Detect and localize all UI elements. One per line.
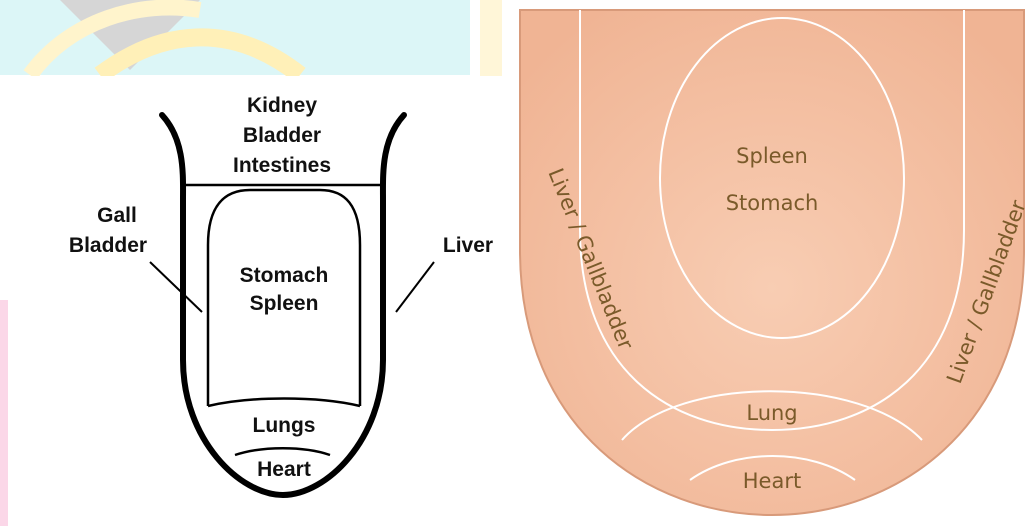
label-intestines: Intestines: [233, 154, 331, 177]
label-kidney: Kidney: [247, 94, 317, 117]
label-stomach: Stomach: [240, 264, 329, 287]
label-lungs: Lungs: [253, 414, 316, 437]
tongue-map-line-drawing: Kidney Bladder Intestines Gall Bladder L…: [0, 0, 520, 526]
label-heart: Heart: [257, 458, 311, 481]
label-gall-bladder: Bladder: [69, 234, 147, 257]
label-spleen: Spleen: [250, 292, 319, 315]
label-gall: Gall: [97, 204, 137, 227]
tongue-map-colored: Spleen Stomach Lung Heart Liver / Gallbl…: [510, 0, 1034, 526]
label-lung: Lung: [746, 401, 797, 425]
label-bladder: Bladder: [243, 124, 321, 147]
label-heart: Heart: [743, 469, 801, 493]
label-liver: Liver: [443, 234, 493, 257]
label-spleen: Spleen: [736, 144, 808, 168]
label-stomach: Stomach: [726, 191, 819, 215]
